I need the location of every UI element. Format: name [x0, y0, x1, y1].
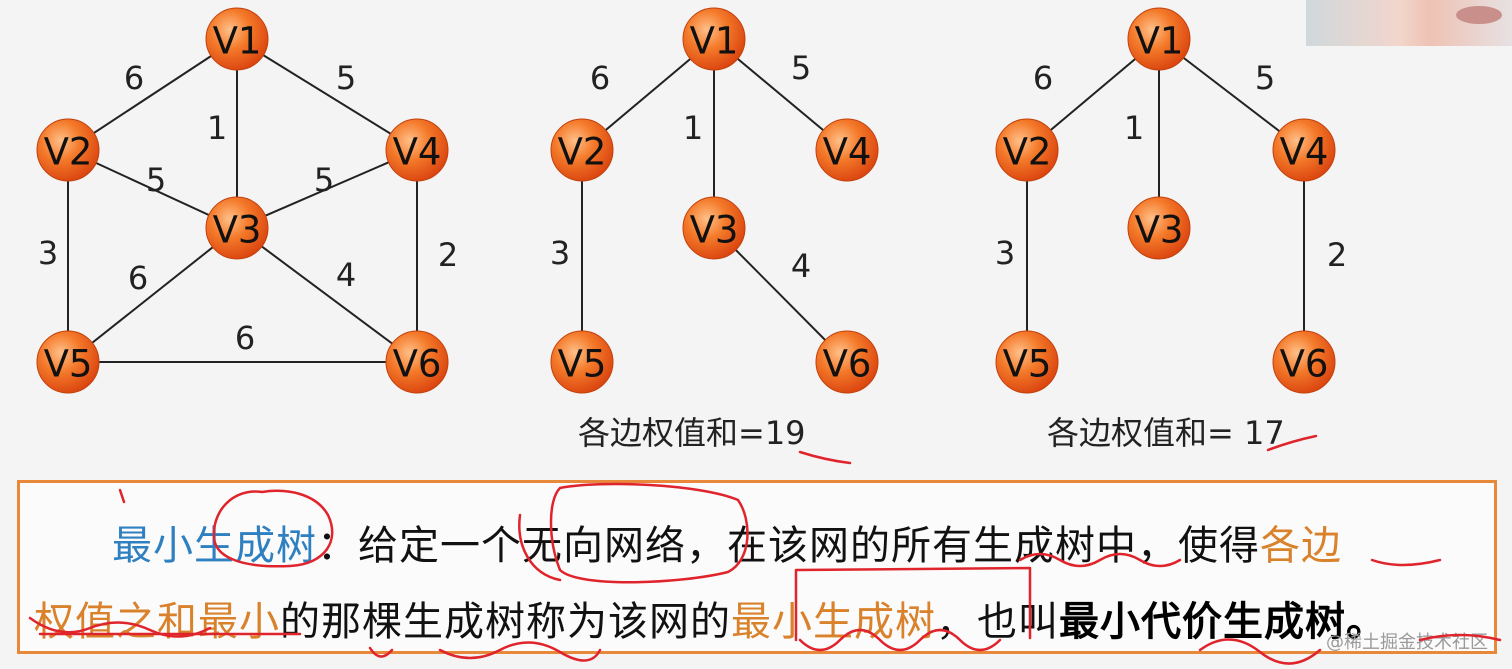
tree1-weight-sum: 各边权值和=19 [578, 414, 806, 452]
definition-text-1: 给定一个无向网络，在该网的所有生成树中，使得 [358, 523, 1260, 569]
graph1-edge-v3-v6 [236, 227, 418, 363]
highlight-mst: 最小生成树 [731, 599, 936, 645]
watermark: @稀土掘金技术社区 [1326, 632, 1488, 653]
graph2-weight-v3-v6: 4 [791, 247, 811, 285]
graph1-weight-v1-v4: 5 [336, 59, 356, 97]
graph1-edge-v1-v4 [236, 38, 418, 151]
node-circle [1272, 330, 1336, 394]
graph3-node-v4: V4 [1272, 118, 1336, 182]
graph1-edge-v1-v2 [67, 38, 238, 151]
graph3-node-v2: V2 [995, 118, 1059, 182]
node-label: V1 [690, 20, 739, 63]
node-circle [1127, 7, 1191, 71]
definition-line-1: 最小生成树：给定一个无向网络，在该网的所有生成树中，使得各边 [112, 513, 1342, 571]
graph1-weight-v4-v6: 2 [438, 236, 458, 274]
definition-text-3: ，也叫 [936, 599, 1059, 645]
period: 。 [1346, 599, 1387, 645]
graph1-edge-v3-v4 [236, 149, 418, 229]
node-circle [205, 7, 269, 71]
node-circle [550, 118, 614, 182]
node-label: V3 [1135, 209, 1184, 252]
graph2-weight-v1-v2: 6 [590, 59, 610, 97]
node-label: V6 [393, 343, 442, 386]
node-circle [682, 196, 746, 260]
graph2-node-v6: V6 [815, 330, 879, 394]
node-label: V1 [213, 20, 262, 63]
node-label: V6 [1280, 343, 1329, 386]
graph1-node-v1: V1 [205, 7, 269, 71]
graph1-weight-v2-v3: 5 [146, 161, 166, 199]
definition-line-2: 权值之和最小的那棵生成树称为该网的最小生成树，也叫最小代价生成树。 [34, 589, 1387, 647]
node-circle [682, 7, 746, 71]
node-circle [815, 330, 879, 394]
graph1-node-v5: V5 [36, 330, 100, 394]
node-circle [36, 330, 100, 394]
node-circle [1272, 118, 1336, 182]
node-label: V5 [44, 343, 93, 386]
tree2-weight-sum: 各边权值和= 17 [1047, 414, 1285, 452]
graph1-node-v2: V2 [36, 118, 100, 182]
graph3-weight-v4-v6: 2 [1327, 236, 1347, 274]
graph2-node-v4: V4 [815, 118, 879, 182]
graph2-weight-v2-v5: 3 [550, 234, 570, 272]
graph1-weight-v5-v6: 6 [235, 319, 255, 357]
node-label: V4 [1280, 131, 1329, 174]
node-circle [550, 330, 614, 394]
highlight-min-weight-sum: 权值之和最小 [34, 599, 280, 645]
highlight-edges: 各边 [1260, 523, 1342, 569]
graph1-node-v3: V3 [205, 196, 269, 260]
graph1-node-v4: V4 [385, 118, 449, 182]
graph1-node-v6: V6 [385, 330, 449, 394]
node-circle [995, 118, 1059, 182]
node-circle [385, 330, 449, 394]
webcam-face-detail [1456, 6, 1502, 24]
graph2-node-v5: V5 [550, 330, 614, 394]
graph1-weight-v3-v4: 5 [314, 161, 334, 199]
node-circle [995, 330, 1059, 394]
graph1-weight-v3-v6: 4 [336, 256, 356, 294]
node-label: V6 [823, 343, 872, 386]
graph1-weight-v2-v5: 3 [38, 234, 58, 272]
definition-box: 最小生成树：给定一个无向网络，在该网的所有生成树中，使得各边 权值之和最小的那棵… [17, 480, 1497, 654]
node-circle [36, 118, 100, 182]
graph3-node-v5: V5 [995, 330, 1059, 394]
node-circle [205, 196, 269, 260]
colon: ： [317, 523, 358, 569]
node-label: V4 [823, 131, 872, 174]
graph3-node-v3: V3 [1127, 196, 1191, 260]
node-label: V2 [558, 131, 607, 174]
graph3-weight-v1-v3: 1 [1124, 109, 1144, 147]
graph3-node-v1: V1 [1127, 7, 1191, 71]
graph3-weight-v2-v5: 3 [995, 234, 1015, 272]
graph3-weight-v1-v4: 5 [1255, 59, 1275, 97]
graph1-weight-v1-v2: 6 [124, 59, 144, 97]
node-label: V3 [213, 209, 262, 252]
graph2-node-v2: V2 [550, 118, 614, 182]
graph1-edge-v3-v5 [67, 227, 238, 363]
node-circle [1127, 196, 1191, 260]
node-circle [815, 118, 879, 182]
graph1-weight-v1-v3: 1 [207, 109, 227, 147]
node-label: V2 [44, 131, 93, 174]
graph2-node-v3: V3 [682, 196, 746, 260]
node-label: V5 [558, 343, 607, 386]
bold-min-cost-tree: 最小代价生成树 [1059, 599, 1346, 645]
graph2-weight-v1-v4: 5 [791, 49, 811, 87]
term-mst: 最小生成树 [112, 523, 317, 569]
webcam-overlay [1306, 0, 1512, 46]
node-label: V4 [393, 131, 442, 174]
node-label: V1 [1135, 20, 1184, 63]
graph3-node-v6: V6 [1272, 330, 1336, 394]
node-circle [385, 118, 449, 182]
node-label: V5 [1003, 343, 1052, 386]
node-label: V2 [1003, 131, 1052, 174]
graph3-weight-v1-v2: 6 [1033, 59, 1053, 97]
graph1-weight-v3-v5: 6 [128, 259, 148, 297]
graph2-node-v1: V1 [682, 7, 746, 71]
definition-text-2: 的那棵生成树称为该网的 [280, 599, 731, 645]
graph2-weight-v1-v3: 1 [683, 109, 703, 147]
node-label: V3 [690, 209, 739, 252]
